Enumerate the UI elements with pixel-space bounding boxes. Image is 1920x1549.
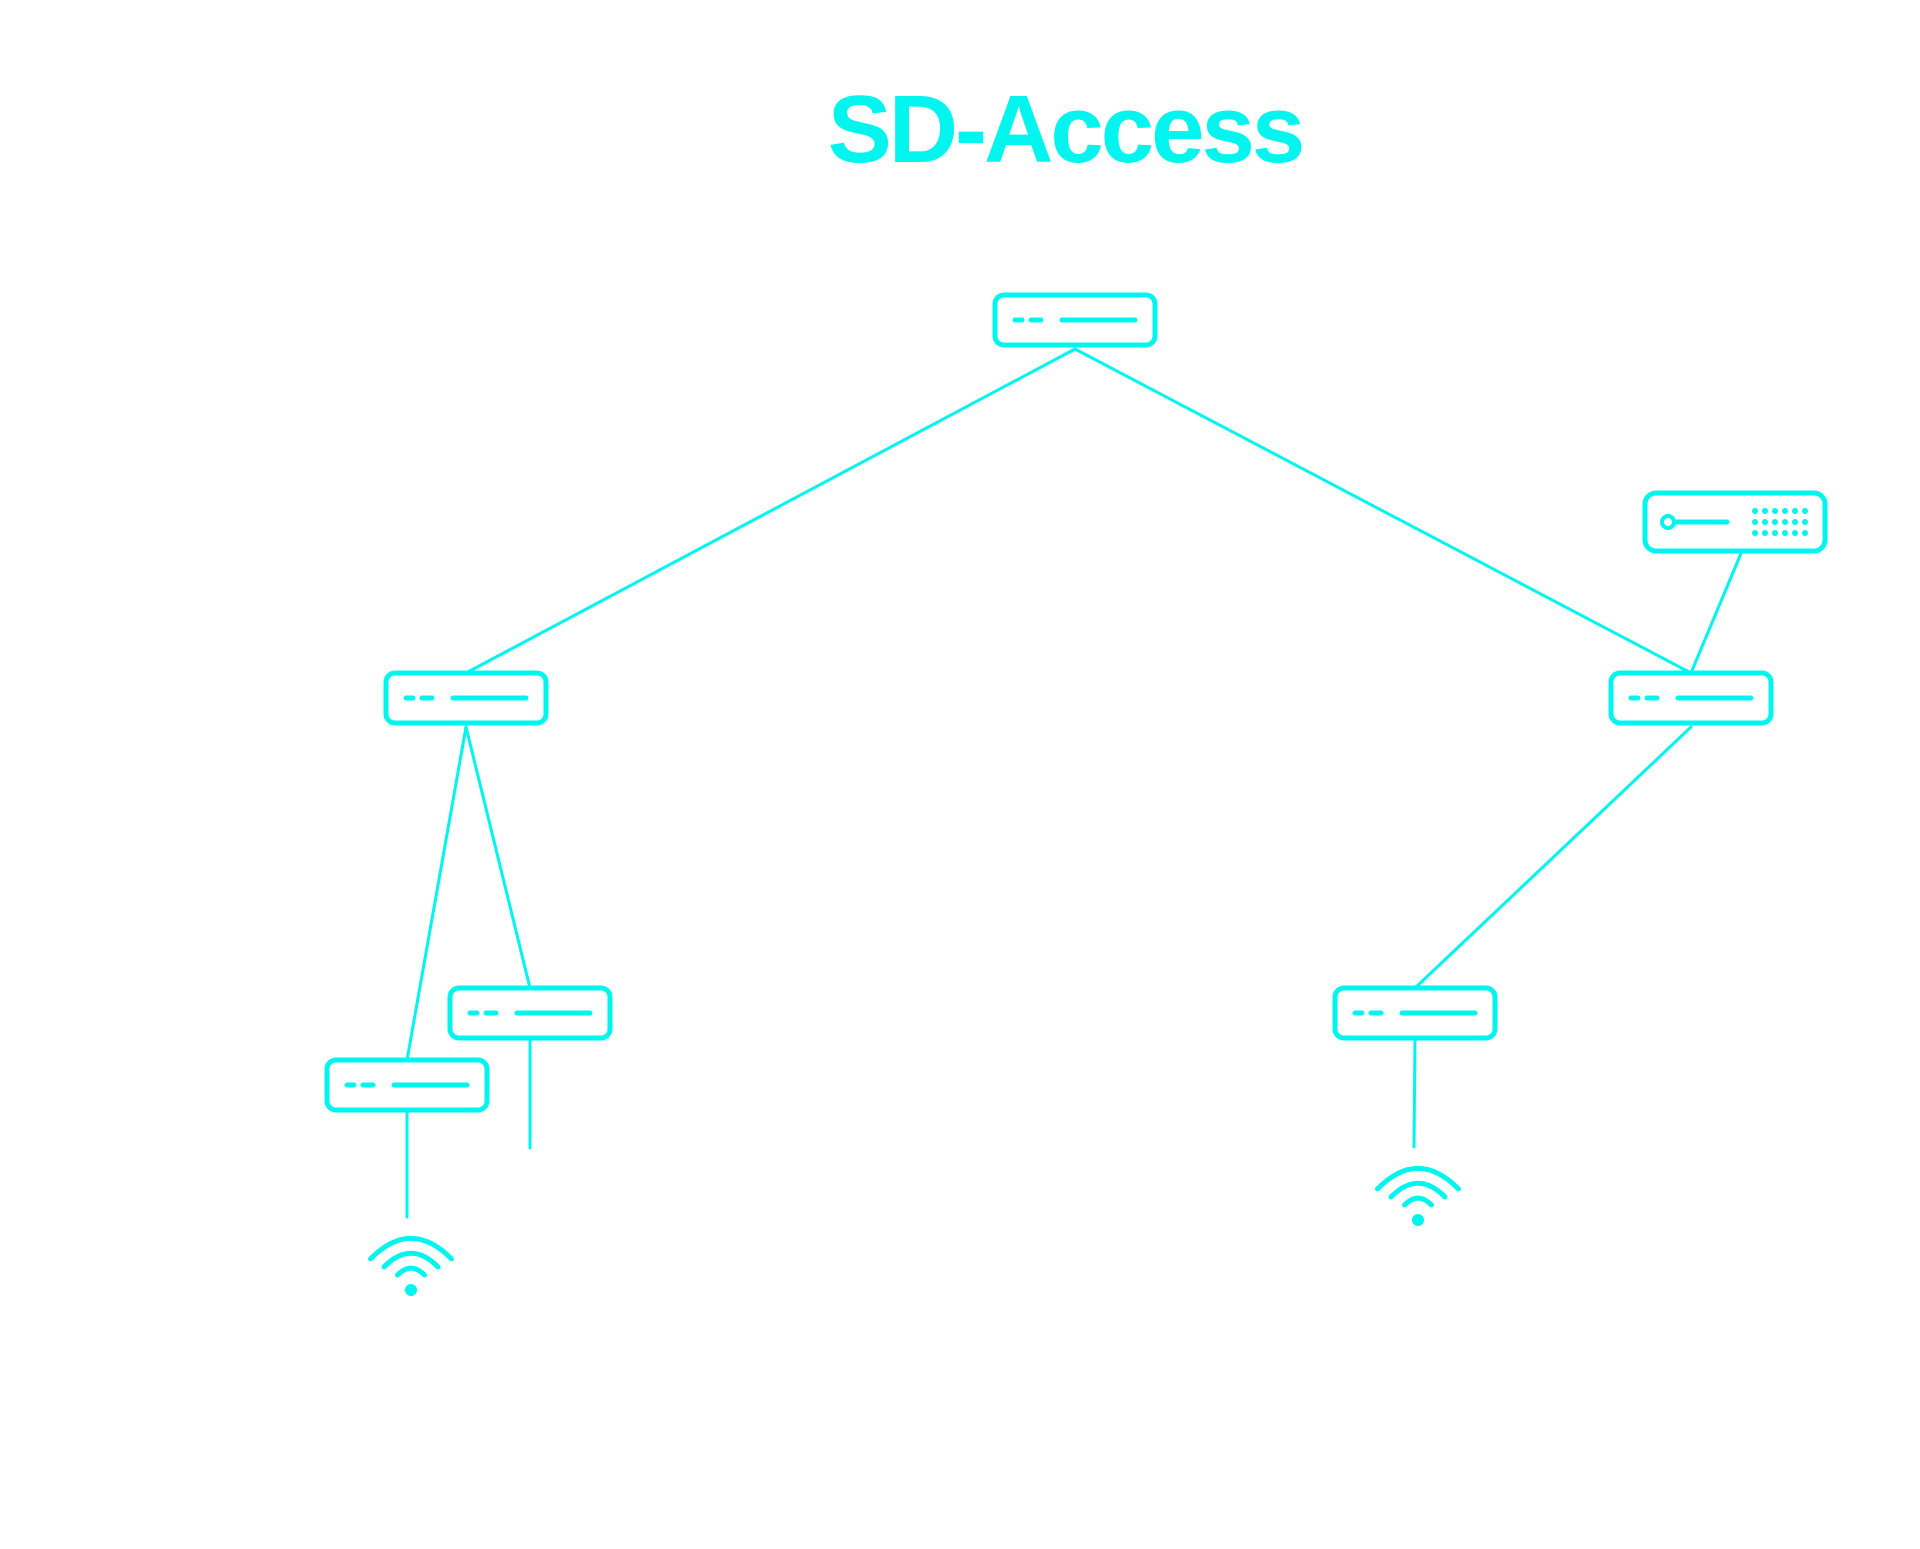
switch-icon <box>1332 985 1498 1041</box>
switch-icon <box>1608 670 1774 726</box>
wifi-icon <box>368 1236 454 1296</box>
nodes-layer <box>324 292 1828 1296</box>
link-right-right-a <box>1413 725 1693 990</box>
link-root-left <box>464 347 1077 675</box>
server-icon <box>1642 490 1828 554</box>
link-left-left-b <box>464 725 532 990</box>
links-layer <box>405 347 1744 1219</box>
diagram-title: SD-Access <box>827 76 1306 183</box>
switch-icon <box>992 292 1158 348</box>
link-root-right <box>1073 347 1693 675</box>
wifi-icon <box>1375 1166 1461 1226</box>
switch-icon <box>383 670 549 726</box>
link-right-server <box>1689 549 1744 675</box>
switch-icon <box>324 1057 490 1113</box>
switch-icon <box>447 985 613 1041</box>
link-right-a-wifi-right <box>1412 1036 1417 1149</box>
link-left-left-a <box>405 725 468 1062</box>
